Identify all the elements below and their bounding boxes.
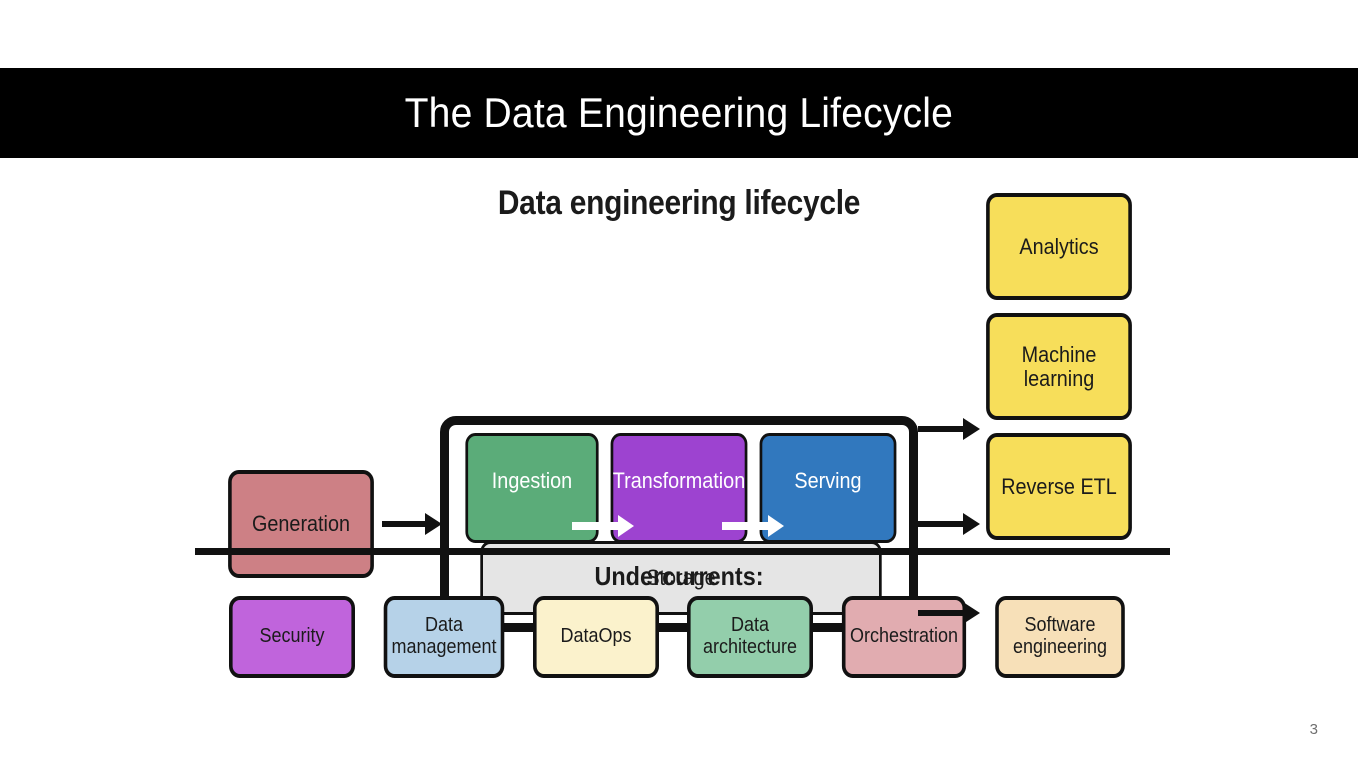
undercurrent-data-management-label: Data management (391, 614, 497, 658)
undercurrent-software-engineering: Software engineering (995, 596, 1125, 678)
node-generation-label: Generation (252, 511, 350, 537)
undercurrent-security: Security (229, 596, 355, 678)
section-divider (195, 548, 1170, 555)
undercurrent-data-architecture: Data architecture (687, 596, 814, 678)
node-machine-learning-label: Machine learning (1021, 341, 1097, 391)
stage-transformation-label: Transformation (612, 468, 746, 493)
title-banner: The Data Engineering Lifecycle (0, 68, 1358, 158)
undercurrent-dataops-label: DataOps (560, 625, 632, 648)
stage-ingestion-label: Ingestion (491, 468, 573, 493)
arrow-head-icon (618, 515, 634, 537)
undercurrent-orchestration-label: Orchestration (850, 625, 959, 648)
lifecycle-diagram: Data engineering lifecycle Generation In… (0, 158, 1358, 718)
page-number: 3 (1309, 721, 1318, 738)
undercurrent-software-engineering-label: Software engineering (1012, 614, 1108, 658)
arrow-head-icon (963, 602, 980, 624)
arrow-shaft (918, 610, 964, 616)
undercurrent-dataops: DataOps (532, 596, 659, 678)
undercurrent-data-architecture-label: Data architecture (703, 614, 798, 658)
arrow-shaft (382, 521, 426, 527)
undercurrent-security-label: Security (259, 625, 325, 648)
stage-storage-label: Storage (646, 565, 716, 590)
arrow-shaft (572, 522, 618, 530)
undercurrents-label: Undercurrents: (594, 561, 764, 591)
node-analytics-label: Analytics (1019, 233, 1099, 259)
arrow-shaft (722, 522, 768, 530)
lifecycle-inner: Ingestion Transformation Serving Storage (458, 433, 904, 615)
arrow-shaft (918, 426, 964, 432)
diagram-title: Data engineering lifecycle (497, 184, 861, 222)
stage-serving-label: Serving (794, 468, 862, 493)
node-analytics: Analytics (986, 193, 1132, 300)
arrow-head-icon (425, 513, 442, 535)
undercurrents-row: Security Data management DataOps Data ar… (222, 596, 1132, 678)
arrow-head-icon (768, 515, 784, 537)
node-reverse-etl: Reverse ETL (986, 433, 1132, 540)
node-machine-learning: Machine learning (986, 313, 1132, 420)
undercurrent-data-management: Data management (383, 596, 505, 678)
page-title: The Data Engineering Lifecycle (404, 89, 954, 136)
arrow-head-icon (963, 513, 980, 535)
node-generation: Generation (228, 470, 374, 578)
undercurrent-orchestration: Orchestration (842, 596, 967, 678)
arrow-shaft (918, 521, 964, 527)
node-reverse-etl-label: Reverse ETL (1001, 473, 1117, 499)
arrow-head-icon (963, 418, 980, 440)
